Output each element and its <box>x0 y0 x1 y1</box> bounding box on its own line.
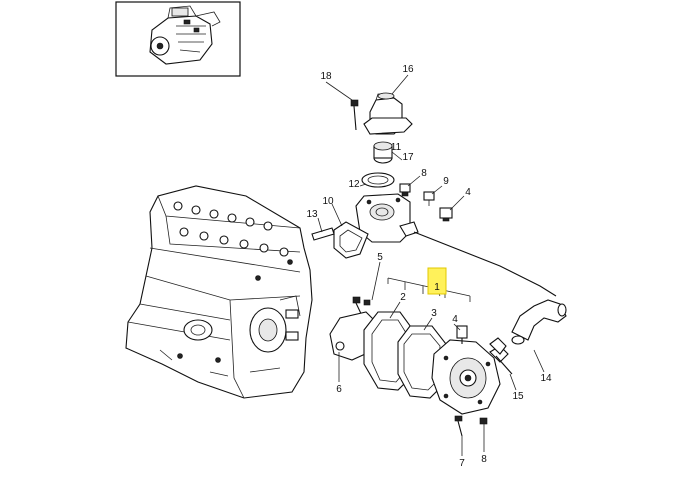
callout-4-pump: 4 <box>452 314 458 325</box>
gasket-12 <box>361 172 395 188</box>
callout-13: 13 <box>306 209 318 220</box>
water-pump <box>431 339 509 415</box>
thermostat-17 <box>373 141 393 164</box>
callout-1-highlight <box>427 267 447 295</box>
callout-2: 2 <box>400 292 406 303</box>
bolt-8-pump <box>479 417 488 425</box>
fitting-9 <box>423 191 435 206</box>
callout-7: 7 <box>459 458 465 469</box>
inset-thumbnail <box>115 1 241 77</box>
bypass-hose-line <box>413 231 557 297</box>
stud-13 <box>311 227 335 241</box>
callout-12: 12 <box>348 179 360 190</box>
callout-10: 10 <box>322 196 334 207</box>
switch-4-top <box>439 207 453 222</box>
callout-18: 18 <box>320 71 332 82</box>
callout-5: 5 <box>377 252 383 263</box>
engine-block <box>125 185 313 399</box>
gasket-10 <box>333 221 369 259</box>
callout-3: 3 <box>431 308 437 319</box>
callout-15: 15 <box>512 391 524 402</box>
callout-14: 14 <box>540 373 552 384</box>
callout-9: 9 <box>443 176 449 187</box>
switch-4-pump <box>456 325 468 344</box>
hose-14 <box>511 299 567 345</box>
clamp-15 <box>489 337 513 375</box>
thermostat-housing <box>355 193 419 243</box>
callout-1: 1 <box>434 282 440 293</box>
callout-16: 16 <box>402 64 414 75</box>
inset-engine-sketch <box>149 5 221 65</box>
callout-11: 11 <box>391 142 402 153</box>
bolt-7 <box>454 415 463 437</box>
sensor-8 <box>399 183 411 197</box>
head-bolts <box>173 201 289 257</box>
callout-6: 6 <box>336 384 342 395</box>
callout-4-top: 4 <box>465 187 471 198</box>
callout-8-top: 8 <box>421 168 427 179</box>
thermostat-cover <box>363 92 413 135</box>
bolt-18 <box>350 99 359 131</box>
leader-lines <box>317 74 545 456</box>
callout-labels: 1 2 3 4 4 5 6 7 8 8 9 10 11 12 13 14 15 … <box>306 64 552 469</box>
callout-8-pump: 8 <box>481 454 487 465</box>
callout-17: 17 <box>402 152 414 163</box>
